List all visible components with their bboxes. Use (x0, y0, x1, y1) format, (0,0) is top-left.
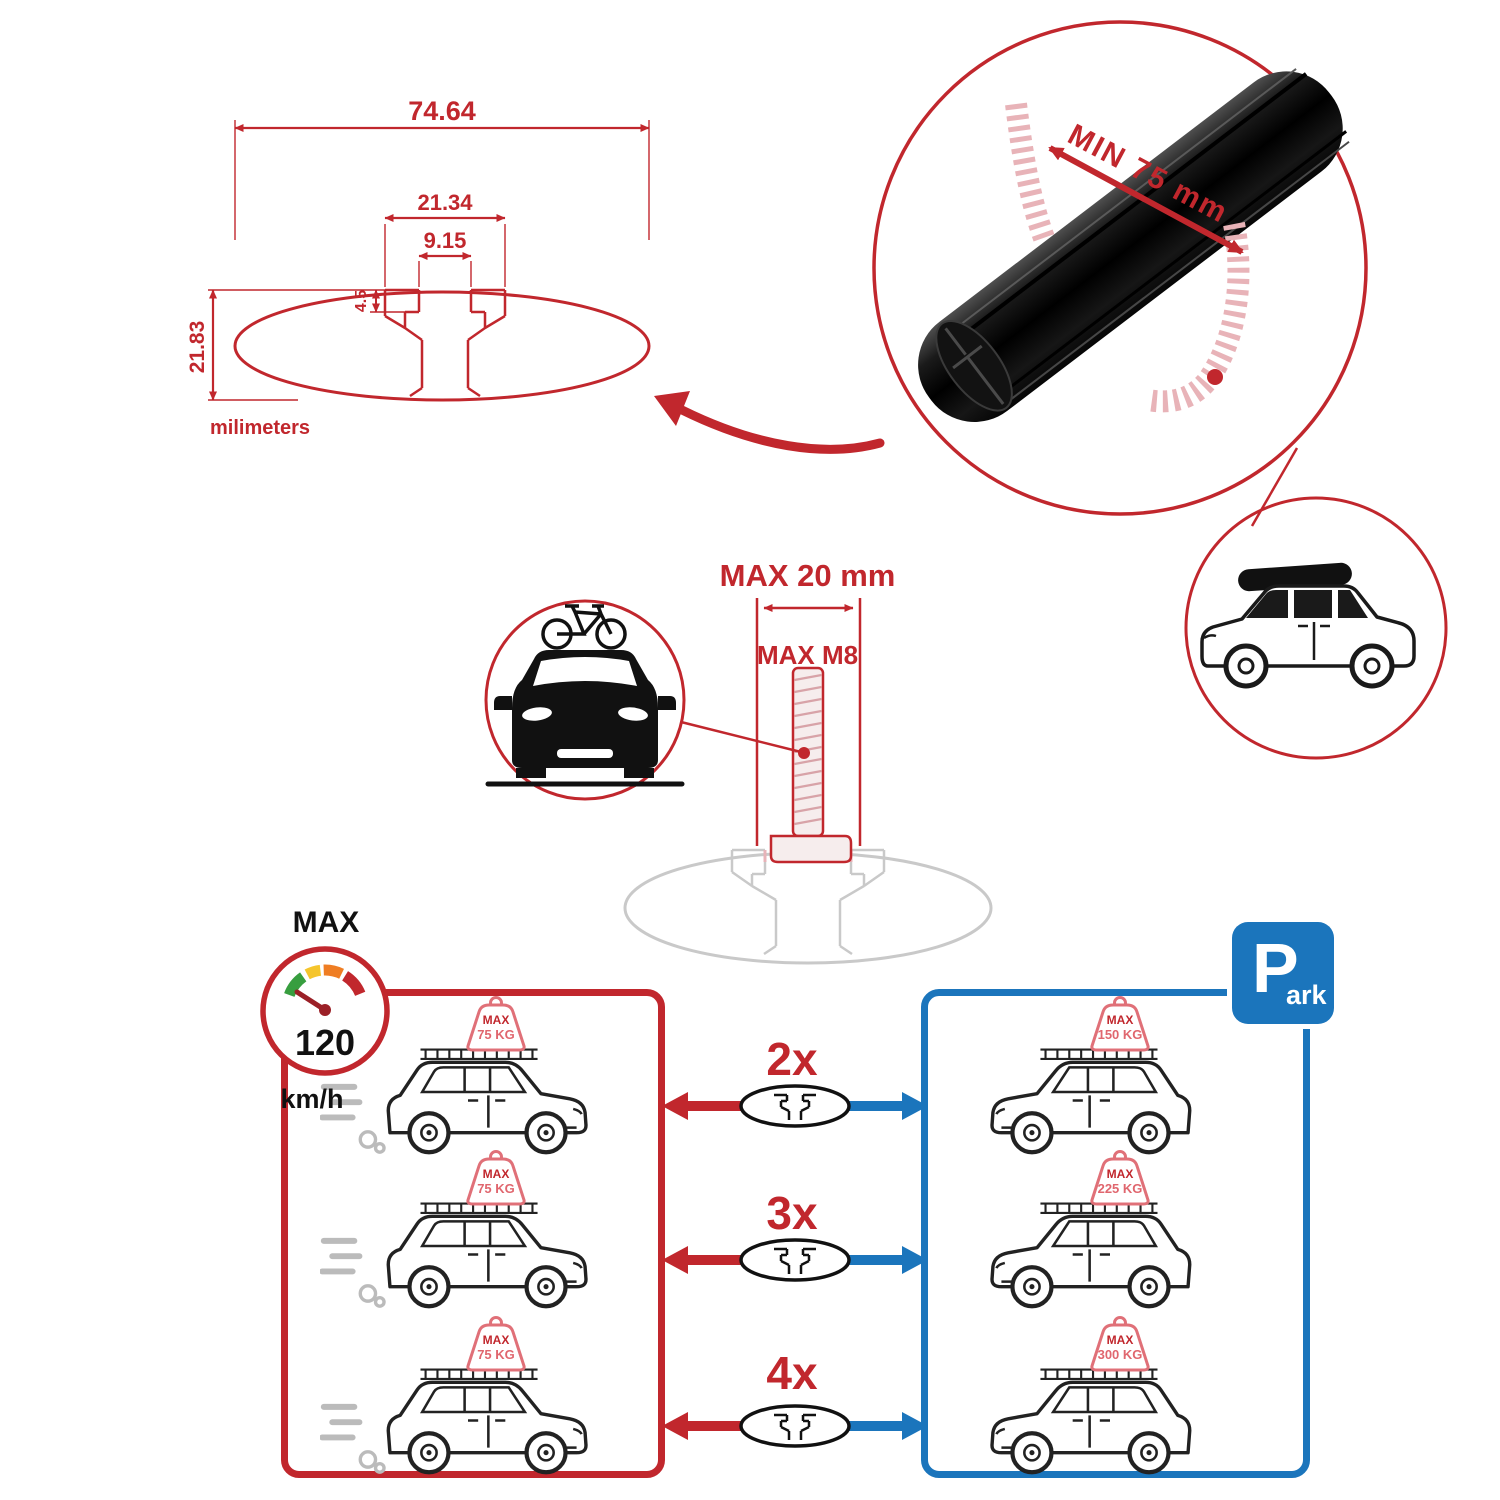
speedometer-icon (260, 946, 390, 1076)
park-sign-suffix: ark (1286, 980, 1327, 1010)
profile-cross-section-drawing: 74.64 21.34 9.15 4.5 21.83 milimeters (186, 96, 651, 439)
units-label: milimeters (210, 417, 310, 439)
load-tag-icon (1090, 1316, 1150, 1372)
zoom-circle (1184, 496, 1448, 760)
driving-car-3: MAX 75 KG (320, 1316, 620, 1481)
load-tag-icon (466, 1150, 526, 1206)
min-span-arrow (1048, 145, 1244, 255)
driving-car-2: MAX 75 KG (320, 1150, 620, 1315)
bolt-dimension-lines (755, 598, 862, 846)
speed-limit-gauge (256, 942, 394, 1085)
dim-total-width: 74.64 (408, 96, 476, 126)
load-tag-icon (1090, 996, 1150, 1052)
roof-load-tag: MAX 75 KG (450, 1150, 542, 1206)
car-side-icon (320, 1190, 616, 1313)
zoom-circle (872, 20, 1368, 516)
dimension-diagram: 74.64 21.34 9.15 4.5 21.83 milimeters (180, 90, 700, 465)
bolt-diagram (460, 556, 1005, 991)
load-tag-max: MAX (1106, 1333, 1134, 1347)
roof-load-tag: MAX 150 KG (1074, 996, 1166, 1052)
connector-line (1250, 447, 1299, 527)
ghost-profile (623, 848, 993, 965)
roofbox-suv-circle (1178, 492, 1458, 773)
exhaust-smoke-icon (358, 1450, 386, 1474)
load-tag-max: MAX (1106, 1167, 1134, 1181)
crossbar-endview-icon (739, 1238, 851, 1282)
bar-count-2x: 2x (766, 1033, 818, 1085)
bar-count-4x: 4x (766, 1347, 818, 1399)
load-tag-icon (466, 1316, 526, 1372)
suv-with-roofbox-icon (1200, 562, 1416, 689)
parked-car-2: MAX 225 KG (962, 1150, 1262, 1315)
car-front-icon (485, 650, 685, 787)
crossbar-detail-circle (850, 8, 1410, 541)
crossbar-endview-icon (739, 1404, 851, 1448)
dim-channel-width: 21.34 (417, 190, 473, 215)
crossbar-endview-icon (739, 1084, 851, 1128)
park-sign-letter: P (1252, 929, 1299, 1007)
car-side-icon (962, 1036, 1258, 1159)
load-tag-max: MAX (482, 1167, 510, 1181)
load-tag-weight: 75 KG (477, 1347, 515, 1362)
t-bolt-icon (769, 666, 853, 864)
load-tag-weight: 225 KG (1097, 1181, 1143, 1196)
speed-max-heading: MAX (292, 906, 360, 939)
bar-count-row-2x (662, 1084, 928, 1128)
car-side-icon (962, 1356, 1258, 1479)
u-bolt-clamp-left-arm-icon (1005, 102, 1055, 242)
roof-box-icon (1238, 562, 1352, 592)
bar-count-row-4x (662, 1404, 928, 1448)
dim-total-height: 21.83 (186, 321, 209, 374)
load-tag-max: MAX (482, 1333, 510, 1347)
load-tag-weight: 150 KG (1097, 1027, 1143, 1042)
driving-panel (281, 989, 665, 1478)
speed-value: 120 (294, 1022, 356, 1063)
bar-count-3x: 3x (766, 1187, 818, 1239)
parking-panel (921, 989, 1310, 1478)
load-tag-max: MAX (482, 1013, 510, 1027)
car-side-icon (962, 1190, 1258, 1313)
motion-lines-icon (320, 1237, 363, 1275)
connector-line (680, 720, 802, 754)
bar-ellipse-outline (233, 290, 651, 402)
bar-count-row-3x (662, 1238, 928, 1282)
max-bolt-length-label: MAX 20 mm (719, 558, 896, 593)
driving-car-1: MAX 75 KG (320, 996, 620, 1161)
speed-units: km/h (280, 1084, 344, 1114)
roof-load-tag: MAX 75 KG (450, 1316, 542, 1372)
exhaust-smoke-icon (358, 1284, 386, 1308)
dimension-lines (208, 120, 650, 401)
dim-slot-depth: 4.5 (353, 290, 370, 312)
roof-load-tag: MAX 300 KG (1074, 1316, 1166, 1372)
car-side-icon (320, 1356, 616, 1479)
bicycle-icon (541, 604, 627, 650)
load-tag-icon (466, 996, 526, 1052)
bar-count-arrows (662, 1084, 928, 1448)
load-tag-weight: 75 KG (477, 1027, 515, 1042)
t-slot-profile (383, 288, 507, 398)
load-tag-icon (1090, 1150, 1150, 1206)
park-sign: P ark (1232, 922, 1334, 1024)
zoom-circle (484, 599, 686, 801)
parked-car-1: MAX 150 KG (962, 996, 1262, 1161)
crossbar-3d-icon (918, 68, 1350, 422)
clamp-point-dot (1207, 369, 1223, 385)
exhaust-smoke-icon (358, 1130, 386, 1154)
callout-dot (798, 747, 810, 759)
load-tag-weight: 300 KG (1097, 1347, 1143, 1362)
pointer-arrow (654, 391, 885, 454)
parked-car-3: MAX 300 KG (962, 1316, 1262, 1481)
car-side-icon (320, 1036, 616, 1159)
load-tag-weight: 75 KG (477, 1181, 515, 1196)
roof-load-tag: MAX 225 KG (1074, 1150, 1166, 1206)
max-thread-label: MAX M8 (756, 640, 859, 670)
motion-lines-icon (320, 1403, 363, 1441)
roof-load-tag: MAX 75 KG (450, 996, 542, 1052)
load-tag-max: MAX (1106, 1013, 1134, 1027)
motion-lines-icon (320, 1083, 363, 1121)
dim-slot-width: 9.15 (424, 228, 467, 253)
